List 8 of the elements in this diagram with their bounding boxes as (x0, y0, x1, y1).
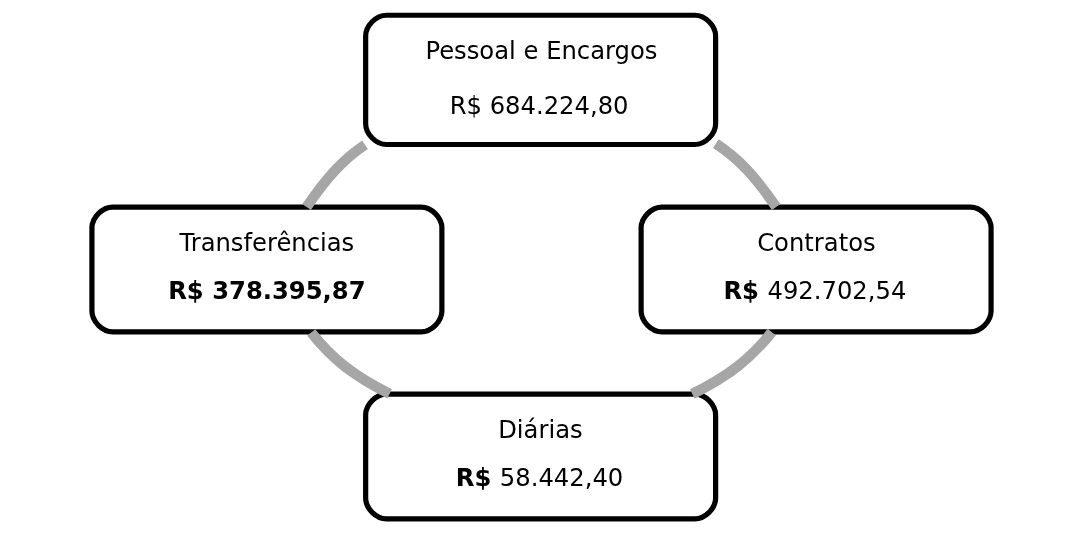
connector (689, 328, 776, 399)
connector (712, 139, 780, 211)
node-box: Diárias R$ 58.442,40 (362, 391, 718, 522)
node-box: Contratos R$ 492.702,54 (638, 204, 994, 335)
connector (301, 140, 368, 210)
node-box: Transferências R$ 378.395,87 (88, 204, 444, 335)
node-box: Pessoal e Encargos R$ 684.224,80 (362, 12, 718, 148)
connector (306, 329, 392, 399)
